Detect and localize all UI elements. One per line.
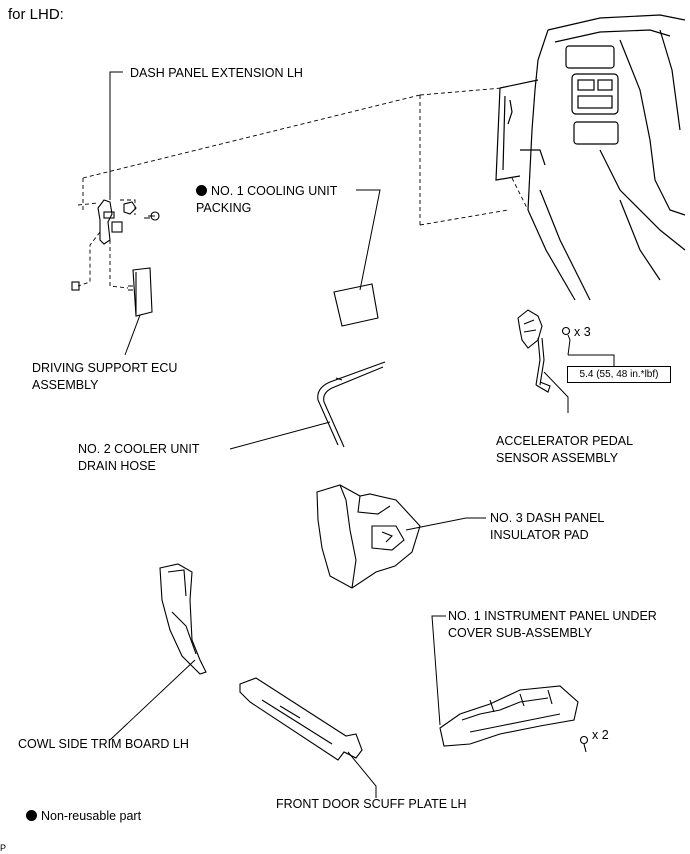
label-front-door-scuff-plate: FRONT DOOR SCUFF PLATE LH xyxy=(276,797,467,811)
label-accelerator-pedal-line1: ACCELERATOR PEDAL xyxy=(496,434,634,448)
label-dash-panel-extension: DASH PANEL EXTENSION LH xyxy=(130,66,303,80)
label-insulator-pad-line2: INSULATOR PAD xyxy=(490,528,589,542)
legend-dot-icon xyxy=(26,810,37,821)
label-cooling-unit-packing: NO. 1 COOLING UNIT PACKING xyxy=(196,183,337,217)
accelerator-pedal-part xyxy=(517,309,571,393)
label-driving-support-ecu: DRIVING SUPPORT ECU ASSEMBLY xyxy=(32,360,177,394)
scuff-plate-part xyxy=(239,677,363,761)
label-under-cover-line1: NO. 1 INSTRUMENT PANEL UNDER xyxy=(448,609,657,623)
label-accelerator-pedal-line2: SENSOR ASSEMBLY xyxy=(496,451,619,465)
label-cooling-unit-packing-line1: NO. 1 COOLING UNIT xyxy=(211,184,338,198)
legend-non-reusable: Non-reusable part xyxy=(26,808,141,825)
cowl-side-trim-part xyxy=(159,563,207,675)
label-driving-support-ecu-line1: DRIVING SUPPORT ECU xyxy=(32,361,178,375)
label-cooling-unit-packing-line2: PACKING xyxy=(196,201,252,215)
footer-code: P xyxy=(0,843,7,853)
cooling-unit-packing-part xyxy=(333,283,379,327)
non-reusable-dot-icon xyxy=(196,185,207,196)
qty-accelerator-nuts: x 3 xyxy=(574,325,591,339)
label-under-cover-line2: COVER SUB-ASSEMBLY xyxy=(448,626,593,640)
label-instrument-panel-under-cover: NO. 1 INSTRUMENT PANEL UNDER COVER SUB-A… xyxy=(448,608,657,642)
header-title: for LHD: xyxy=(8,6,64,23)
legend-text: Non-reusable part xyxy=(41,809,142,823)
label-cooler-drain-hose-line2: DRAIN HOSE xyxy=(78,459,156,473)
driving-support-ecu-part xyxy=(128,267,153,317)
reference-dashed-lines xyxy=(77,87,529,289)
label-cooler-drain-hose-line1: NO. 2 COOLER UNIT xyxy=(78,442,200,456)
label-insulator-pad-line1: NO. 3 DASH PANEL xyxy=(490,511,605,525)
label-accelerator-pedal-sensor: ACCELERATOR PEDAL SENSOR ASSEMBLY xyxy=(496,433,633,467)
dashboard-outline xyxy=(495,14,686,301)
qty-cover-bolts: x 2 xyxy=(592,728,609,742)
label-insulator-pad: NO. 3 DASH PANEL INSULATOR PAD xyxy=(490,510,604,544)
drain-hose-part xyxy=(317,361,386,448)
label-driving-support-ecu-line2: ASSEMBLY xyxy=(32,378,99,392)
leader-lines xyxy=(109,71,615,798)
torque-spec-box: 5.4 (55, 48 in.*lbf) xyxy=(567,366,671,383)
under-cover-part xyxy=(439,685,589,753)
dash-panel-extension-part xyxy=(71,199,160,291)
insulator-pad-part xyxy=(316,484,421,589)
label-cooler-drain-hose: NO. 2 COOLER UNIT DRAIN HOSE xyxy=(78,441,200,475)
label-cowl-side-trim-board: COWL SIDE TRIM BOARD LH xyxy=(18,737,189,751)
